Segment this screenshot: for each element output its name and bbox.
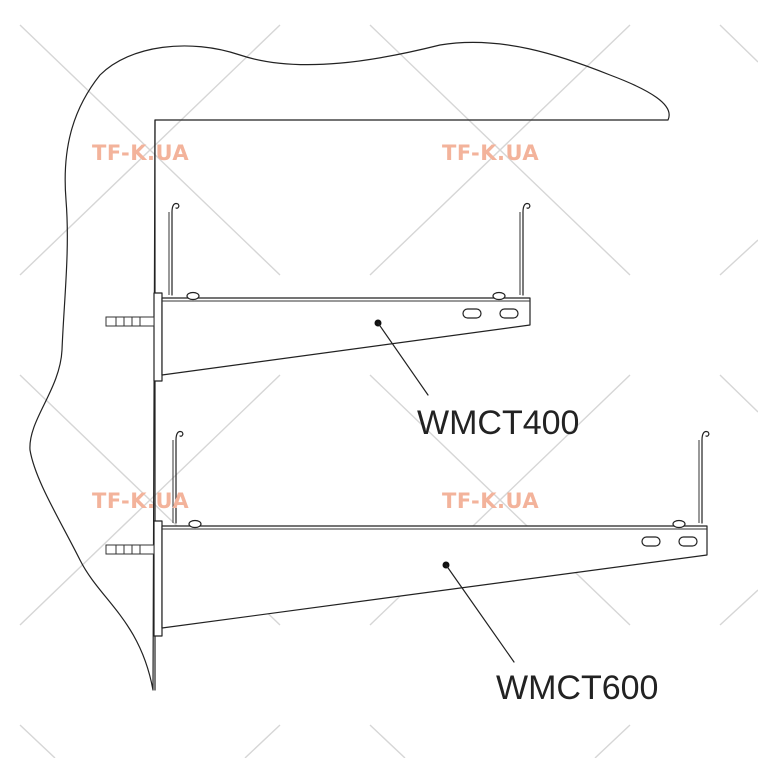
hanger-rod — [171, 202, 180, 296]
hanger-rod — [701, 430, 710, 524]
mount-slot — [499, 308, 519, 319]
hanger-rod — [175, 430, 184, 524]
wall-plate-lower — [153, 520, 163, 637]
watermark-text: TF-K.UA — [92, 489, 189, 513]
bracket-arm-lower — [161, 525, 708, 629]
mount-slot — [641, 536, 661, 547]
watermark-text: TF-K.UA — [92, 141, 189, 165]
watermark-texts: TF-K.UA TF-K.UA TF-K.UA TF-K.UA — [92, 141, 539, 513]
watermark-text: TF-K.UA — [442, 489, 539, 513]
watermark-pattern — [19, 24, 758, 758]
mount-slot — [678, 536, 698, 547]
watermark-text: TF-K.UA — [442, 141, 539, 165]
bracket-wmct400: WMCT400 — [105, 202, 579, 442]
bracket-arm-upper — [161, 297, 531, 376]
leader-line — [445, 564, 515, 663]
model-label-wmct600: WMCT600 — [496, 669, 658, 707]
anchor-bolt-lower — [105, 544, 155, 555]
hanger-rod — [522, 202, 531, 296]
model-label-wmct400: WMCT400 — [417, 404, 579, 442]
mount-slot — [462, 308, 482, 319]
anchor-bolt-upper — [105, 316, 155, 327]
wall-plate-upper — [153, 292, 163, 382]
bracket-wmct600: WMCT600 — [105, 430, 710, 707]
wall-outline — [29, 41, 670, 691]
leader-line — [377, 322, 429, 396]
